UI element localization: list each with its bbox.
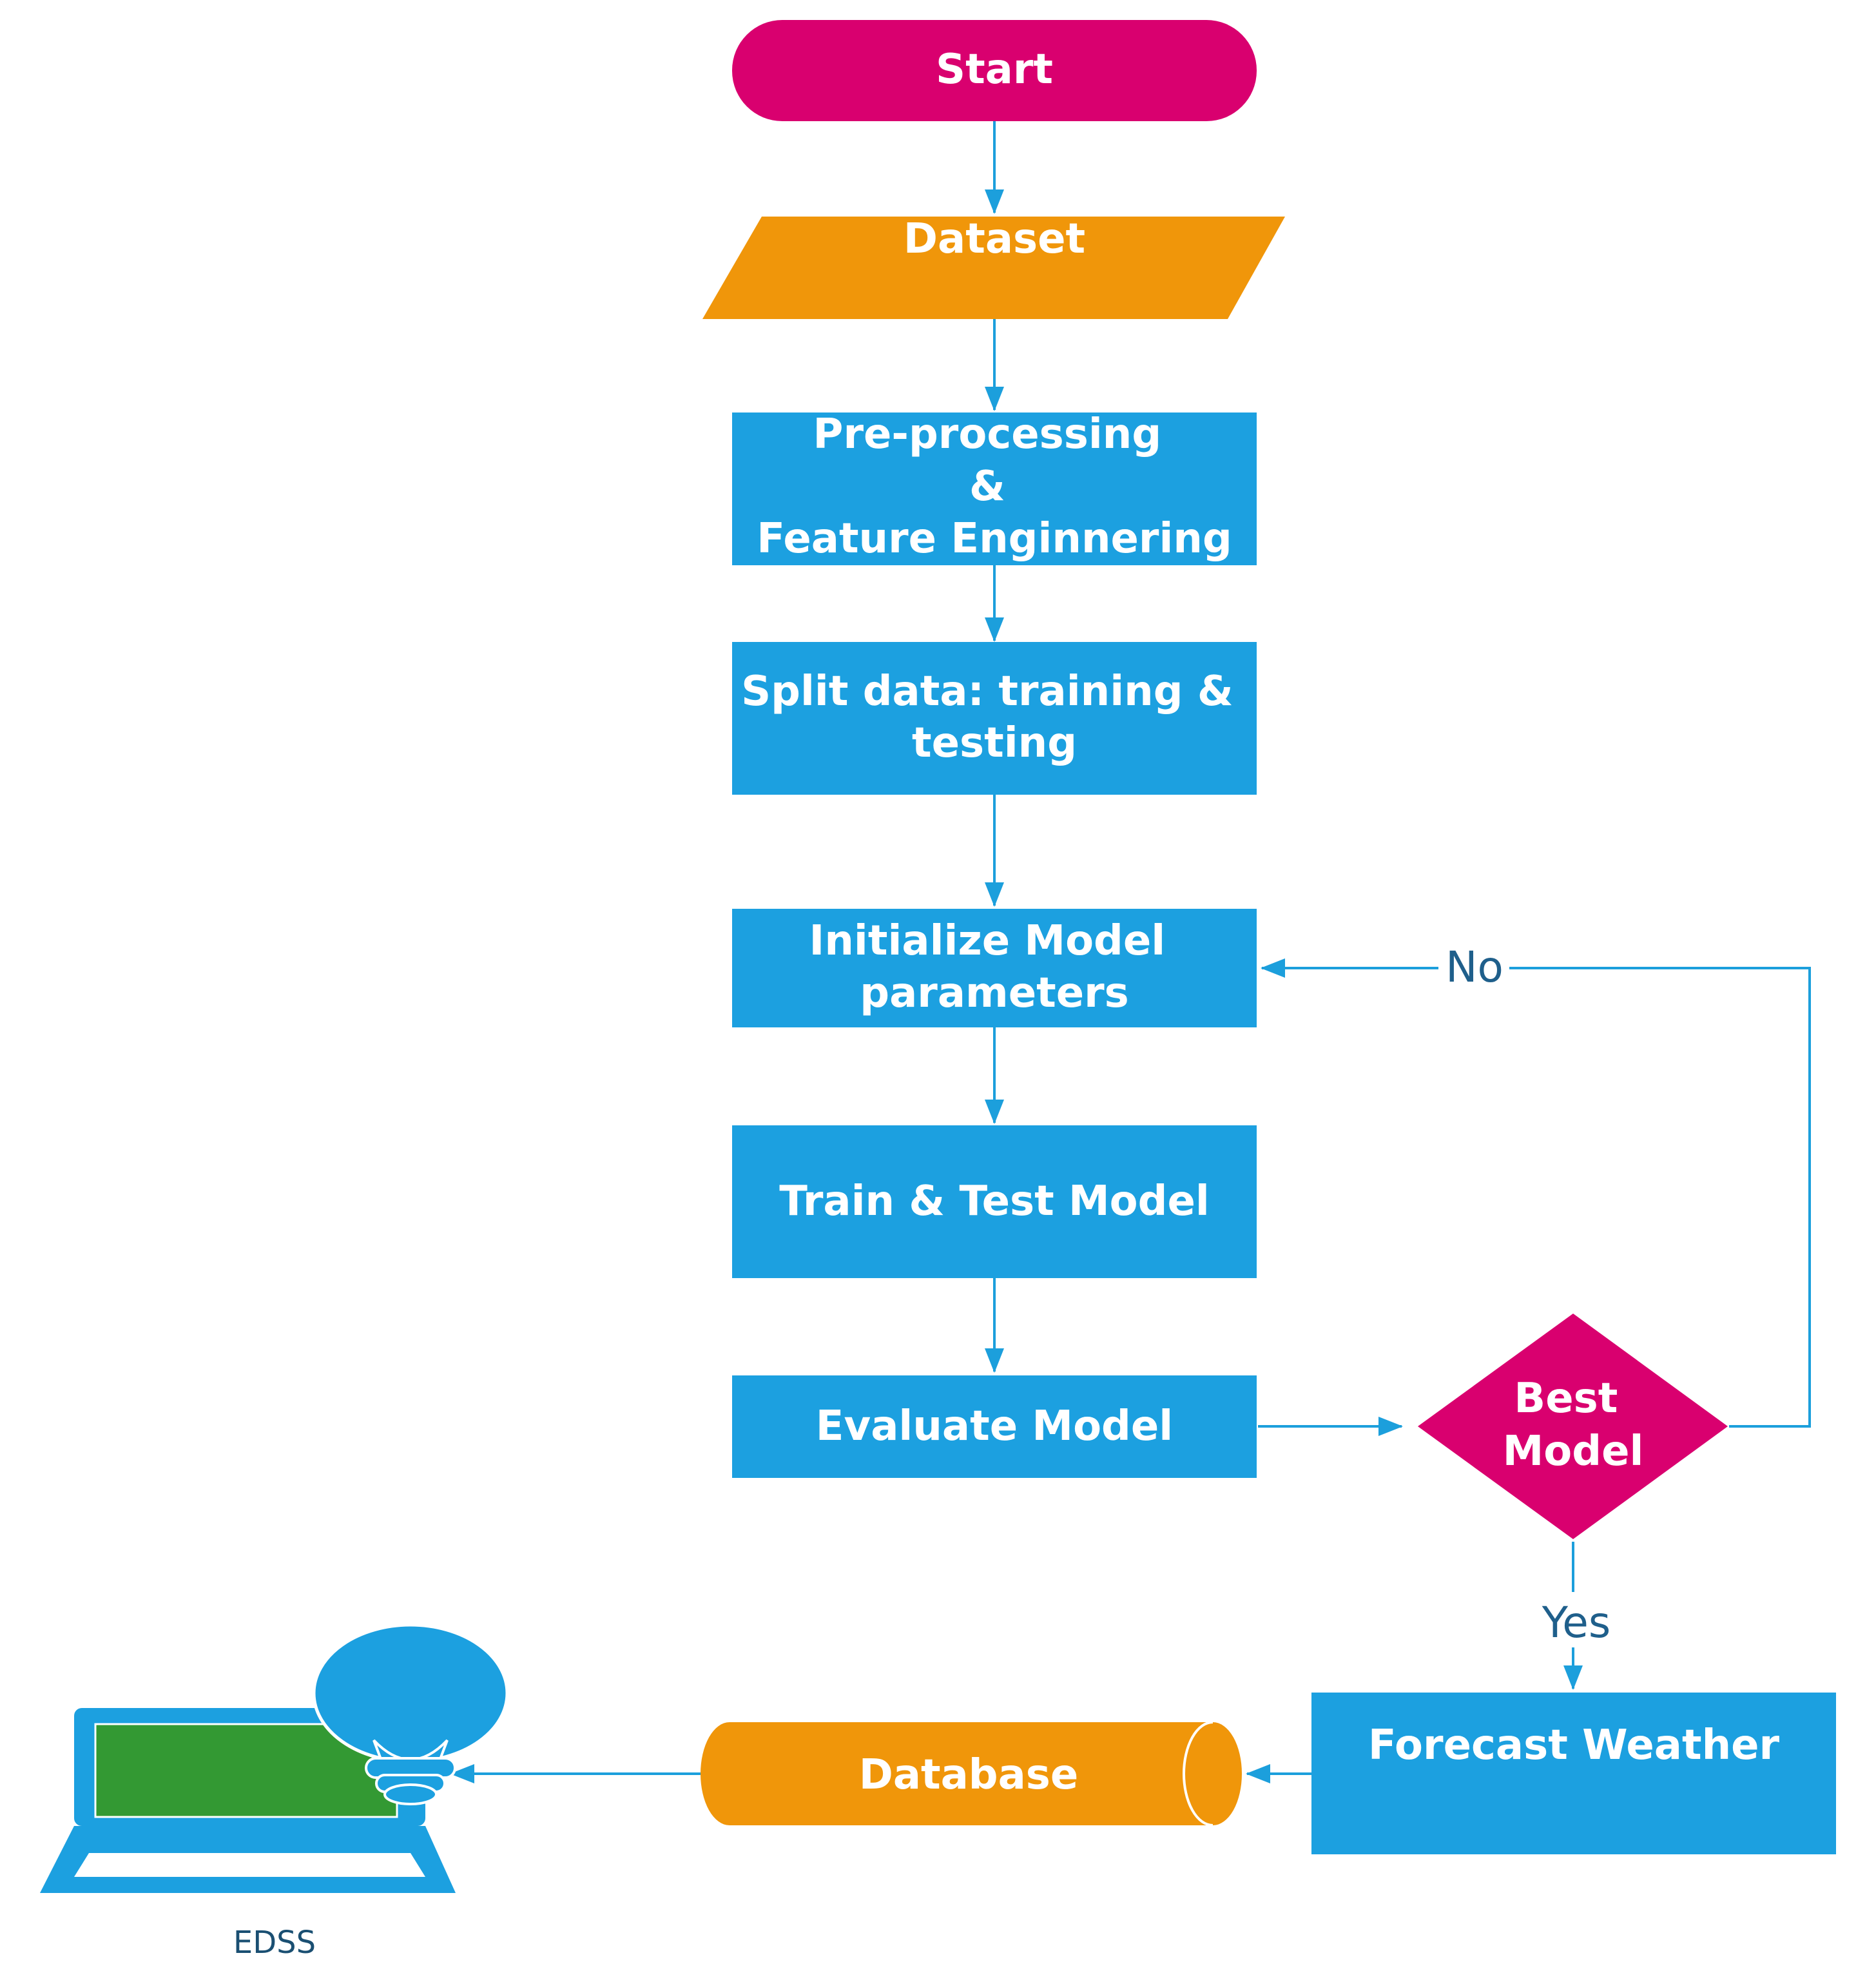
train-test-label: Train & Test Model (779, 1178, 1210, 1225)
forecast-label: Forecast Weather (1368, 1722, 1780, 1769)
split-data-step: Split data: training & testing (732, 642, 1257, 795)
initialize-label-line-1: Initialize Model (809, 917, 1166, 965)
start-label: Start (936, 46, 1053, 93)
database-storage: Database (701, 1721, 1242, 1827)
preprocessing-label-line-1: Pre-processing (813, 411, 1162, 458)
train-test-step: Train & Test Model (732, 1125, 1257, 1278)
split-label-line-1: Split data: training & (741, 668, 1233, 715)
best-model-decision: Best Model (1418, 1314, 1728, 1539)
yes-label: Yes (1542, 1598, 1611, 1647)
yes-label-bg (1527, 1592, 1624, 1647)
best-model-label-line-1: Best (1514, 1375, 1618, 1422)
svg-text:Split data: training & t: Split data: training & testing (741, 668, 1248, 767)
best-model-label-line-2: Model (1503, 1428, 1644, 1475)
evaluate-label: Evaluate Model (816, 1402, 1173, 1450)
edss-label: EDSS (233, 1925, 316, 1961)
no-label: No (1446, 942, 1504, 992)
initialize-model-step: Initialize Model parameters (732, 909, 1257, 1027)
initialize-label-line-2: parameters (860, 969, 1129, 1017)
laptop-lightbulb-icon (40, 1623, 509, 1893)
evaluate-model-step: Evaluate Model (732, 1375, 1257, 1478)
forecast-weather-step: Forecast Weather (1311, 1693, 1836, 1854)
arrow-best-model-no-loop (1261, 958, 1811, 1428)
preprocessing-label-line-2: & (969, 463, 1005, 510)
preprocessing-step: Pre-processing & Feature Enginnering (732, 411, 1257, 565)
start-terminal: Start (732, 20, 1257, 121)
svg-text:Pre-processing & F: Pre-processing & Feature Enginnering (757, 411, 1232, 563)
dataset-input: Dataset (702, 215, 1285, 319)
dataset-label: Dataset (904, 215, 1085, 263)
preprocessing-label-line-3: Feature Enginnering (757, 515, 1232, 563)
svg-text:Best Model: Best Model (1503, 1375, 1644, 1475)
database-label: Database (859, 1751, 1079, 1799)
svg-text:Initialize Model paramet: Initialize Model parameters (809, 917, 1180, 1017)
split-label-line-2: testing (912, 719, 1077, 767)
no-label-bg (1438, 941, 1509, 994)
